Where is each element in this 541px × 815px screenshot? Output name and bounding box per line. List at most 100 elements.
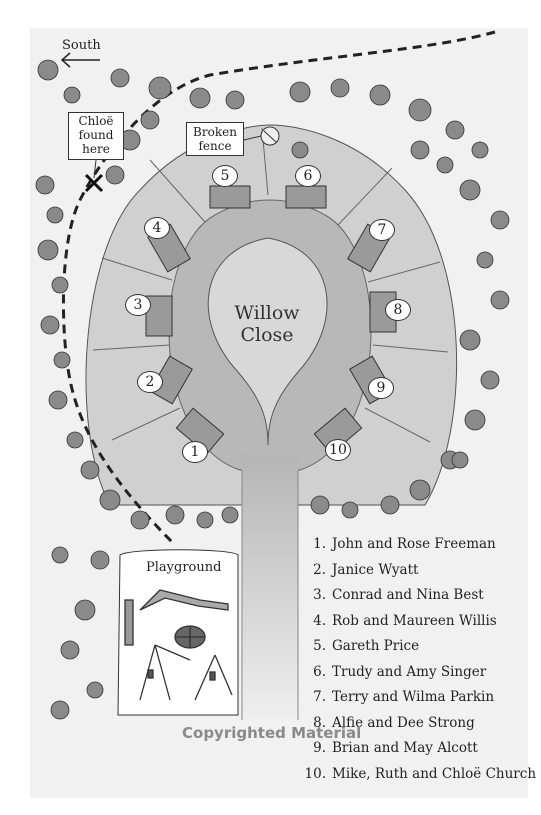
callout-line: fence [198,139,232,153]
legend-name: Gareth Price [332,638,420,654]
tree [409,479,431,501]
legend-item: 9.Brian and May Alcott [300,740,536,766]
tree [140,110,160,130]
tree [369,84,391,106]
legend-item: 4. Rob and Maureen Willis [300,613,536,639]
callout-line: Chloë [78,114,114,128]
tree [459,179,481,201]
legend-number: 9. [313,740,326,756]
tree [410,140,430,160]
house-number-4: 4 [144,217,170,239]
south-arrow [60,52,100,68]
tree [46,206,64,224]
tree [105,165,125,185]
house-number-9: 9 [368,377,394,399]
house-number-7: 7 [369,219,395,241]
tree [50,700,70,720]
tree [110,68,130,88]
tree [459,329,481,351]
tree [189,87,211,109]
tree [451,451,469,469]
tree [341,501,359,519]
close-name-line: Close [240,324,294,346]
legend-name: Mike, Ruth and Chloë Church [332,765,537,782]
trees [35,59,510,720]
tree [37,239,59,261]
tree [53,351,71,369]
chloe-found-callout: Chloë found here [68,112,124,160]
legend-item: 1. John and Rose Freeman [300,536,536,562]
legend-number: 4. [313,612,326,629]
house-number-3: 3 [125,294,151,316]
tree [74,599,96,621]
legend-name: John and Rose Freeman [332,536,496,552]
tree [40,315,60,335]
tree [476,251,494,269]
house-number-10: 10 [325,439,351,461]
tree [380,495,400,515]
residents-legend: 1. John and Rose Freeman 2. Janice Wyatt 3… [300,536,537,792]
tree [490,290,510,310]
legend-number: 5. [313,638,326,654]
callout-line: found [78,128,114,142]
legend-number: 8. [313,714,326,731]
tree [165,505,185,525]
tree [471,141,489,159]
legend-name: Terry and Wilma Parkin [332,689,495,705]
legend-name: Janice Wyatt [332,561,419,578]
legend-number: 1. [313,536,326,552]
found-location-cross [84,173,104,193]
legend-name: Alfie and Dee Strong [332,714,475,731]
tree [291,141,309,159]
tree [310,495,330,515]
legend-item: 2. Janice Wyatt [300,562,536,588]
callout-line: here [82,142,110,156]
footpath-dashed [61,30,496,547]
legend-item: 10.Mike, Ruth and Chloë Church [300,765,537,792]
tree [330,78,350,98]
central-green [207,237,328,446]
close-name-line: Willow [234,302,300,324]
legend-item: 8. Alfie and Dee Strong [300,715,536,741]
tree [148,76,172,100]
house-number-6: 6 [295,165,321,187]
tree [464,409,486,431]
tree [51,276,69,294]
playground-label: Playground [146,560,222,575]
tree [221,506,239,524]
legend-number: 6. [313,663,326,680]
tree [436,156,454,174]
legend-item: 5. Gareth Price [300,638,536,664]
tree [99,489,121,511]
tree [408,98,432,122]
legend-name: Rob and Maureen Willis [332,612,497,629]
legend-name: Conrad and Nina Best [332,587,484,603]
legend-name: Trudy and Amy Singer [332,663,487,680]
house-number-8: 8 [385,299,411,321]
tree [35,175,55,195]
tree [480,370,500,390]
close-name-label: Willow Close [222,302,312,346]
copyright-watermark: Copyrighted Material [182,724,362,742]
house-number-1: 1 [182,441,208,463]
tree [48,390,68,410]
tree [196,511,214,529]
legend-number: 3. [313,587,326,603]
legend-item: 3. Conrad and Nina Best [300,587,536,613]
playground-equipment [124,589,233,701]
house-number-2: 2 [137,371,163,393]
tree [289,81,311,103]
tree [60,640,80,660]
tree [225,90,245,110]
access-road [242,455,298,720]
tree [490,210,510,230]
broken-fence-callout: Broken fence [186,122,244,156]
legend-number: 2. [313,561,326,578]
tree [130,510,150,530]
tree [80,460,100,480]
legend-item: 7. Terry and Wilma Parkin [300,689,536,715]
south-direction-label: South [62,38,101,53]
legend-number: 7. [313,689,326,705]
